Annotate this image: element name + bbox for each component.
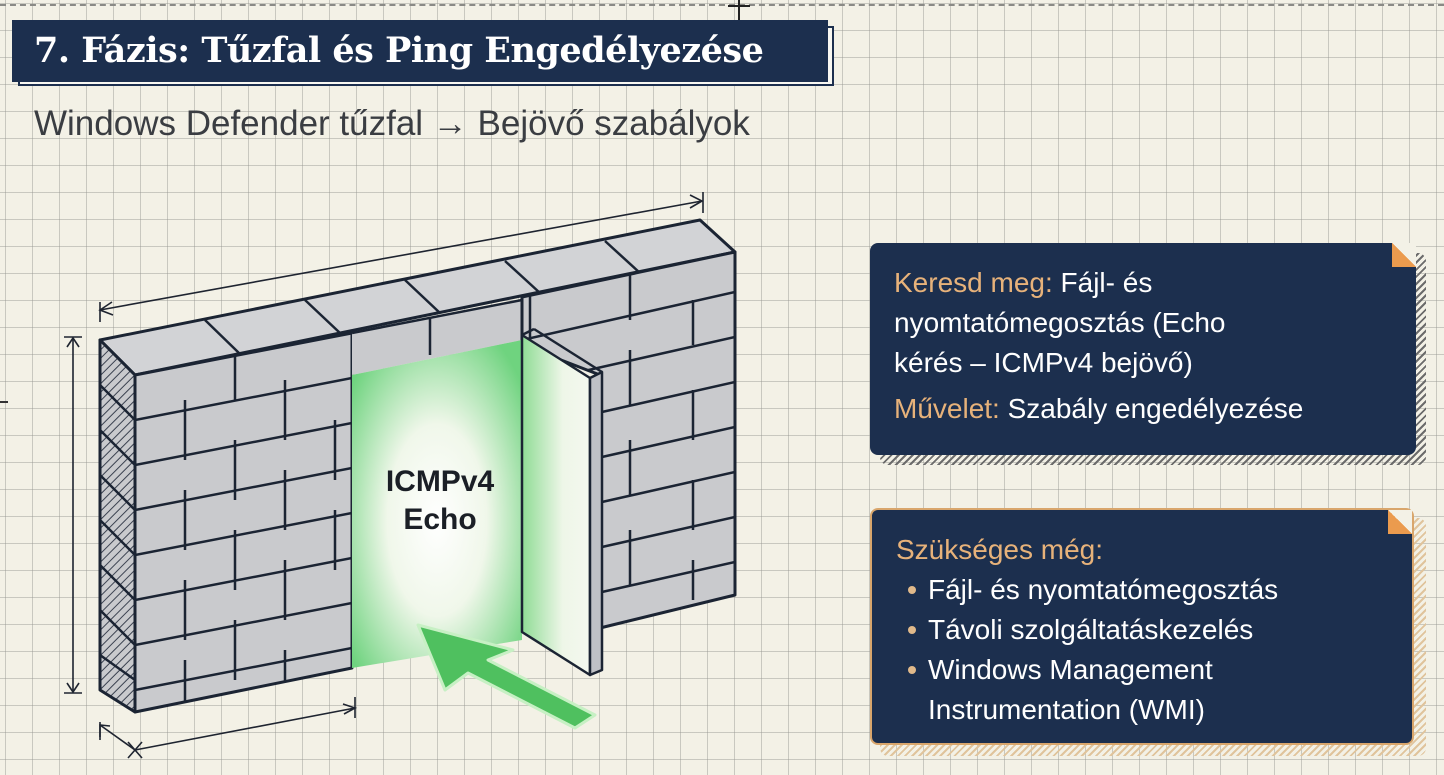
- crosshair-marker-icon: [728, 0, 750, 20]
- action-line: Művelet: Szabály engedélyezése: [894, 389, 1392, 429]
- list-item-text: Távoli szolgáltatáskezelés: [928, 614, 1254, 645]
- list-item: Fájl- és nyomtatómegosztás: [904, 570, 1388, 610]
- find-label: Keresd meg:: [894, 267, 1053, 298]
- door-label: ICMPv4 Echo: [355, 463, 525, 539]
- find-line-1: Keresd meg: Fájl- és: [894, 263, 1392, 303]
- bullet-icon: [908, 586, 916, 594]
- list-item-text-continued: Instrumentation (WMI): [928, 694, 1205, 725]
- find-text-3: kérés – ICMPv4 bejövő): [894, 347, 1193, 378]
- door-label-type: Echo: [403, 503, 477, 536]
- card-find-rule: Keresd meg: Fájl- és nyomtatómegosztás (…: [870, 243, 1416, 455]
- required-heading: Szükséges még:: [896, 534, 1103, 565]
- folded-corner-icon: [1388, 510, 1412, 534]
- list-item: Távoli szolgáltatáskezelés: [904, 610, 1388, 650]
- bullet-icon: [908, 666, 916, 674]
- find-text-1: Fájl- és: [1060, 267, 1153, 298]
- page-title: 7. Fázis: Tűzfal és Ping Engedélyezése: [12, 20, 828, 82]
- list-item-text: Windows Management: [928, 654, 1213, 685]
- door-label-protocol: ICMPv4: [385, 465, 495, 498]
- top-dashed-line: [0, 4, 1444, 6]
- list-item-text: Fájl- és nyomtatómegosztás: [928, 574, 1279, 605]
- action-label: Művelet:: [894, 393, 1000, 424]
- bullet-icon: [908, 626, 916, 634]
- card-required-services: Szükséges még: Fájl- és nyomtatómegosztá…: [870, 508, 1414, 745]
- inbound-arrow-icon: [416, 623, 597, 730]
- firewall-wall-illustration: [64, 192, 737, 759]
- required-list: Fájl- és nyomtatómegosztás Távoli szolgá…: [896, 570, 1388, 730]
- page-subtitle: Windows Defender tűzfal → Bejövő szabály…: [34, 104, 750, 143]
- title-banner: 7. Fázis: Tűzfal és Ping Engedélyezése: [12, 20, 834, 86]
- action-text: Szabály engedélyezése: [1007, 393, 1304, 424]
- dimension-lines: [64, 192, 704, 759]
- list-item: Windows Management Instrumentation (WMI): [904, 650, 1388, 730]
- find-text-2: nyomtatómegosztás (Echo: [894, 307, 1226, 338]
- left-tick-mark: [0, 401, 8, 403]
- folded-corner-icon: [1392, 243, 1416, 267]
